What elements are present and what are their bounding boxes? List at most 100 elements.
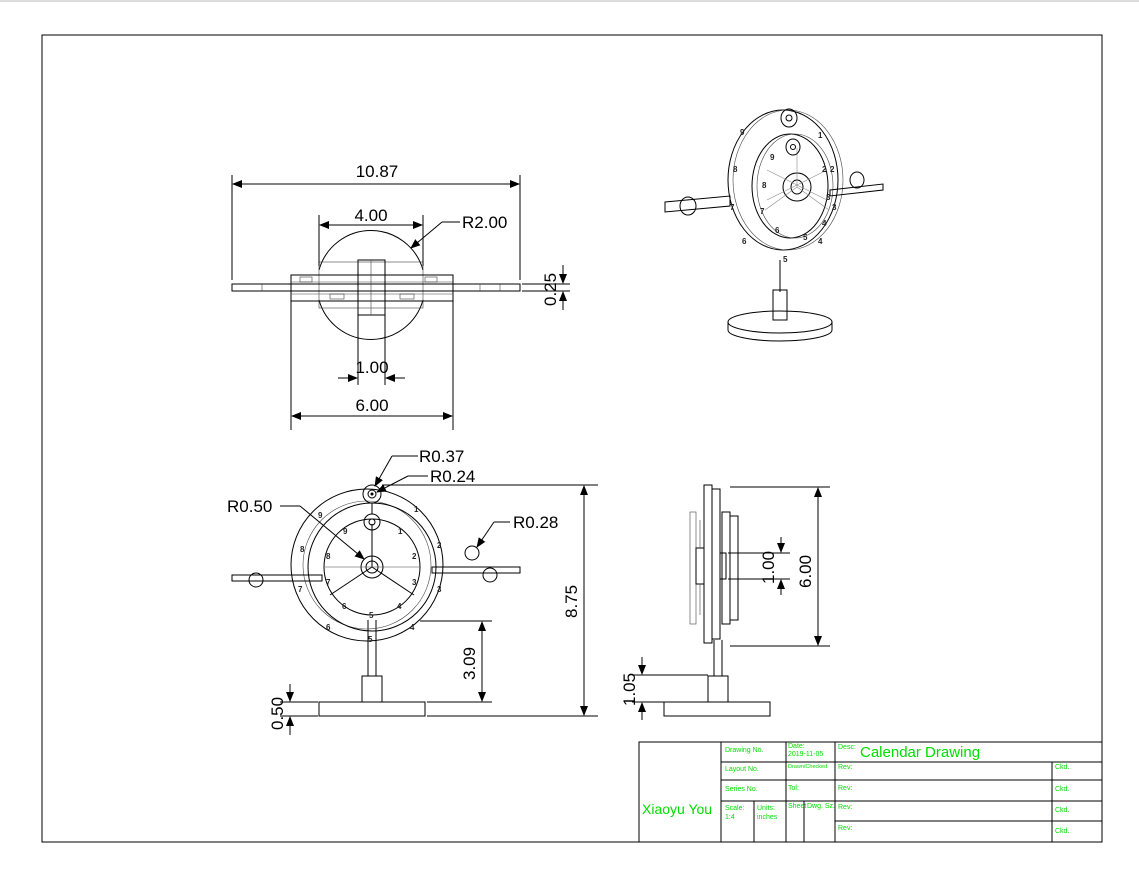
units-value: inches bbox=[757, 814, 778, 821]
dial-num-4: 4 bbox=[397, 602, 402, 611]
side-outer-ring bbox=[703, 484, 713, 644]
svg-text:5: 5 bbox=[803, 233, 808, 242]
rev-label-3: Rev: bbox=[838, 804, 852, 811]
dim-top-thickness: 0.25 bbox=[541, 273, 560, 306]
svg-text:5: 5 bbox=[368, 635, 373, 644]
svg-text:8: 8 bbox=[762, 181, 767, 190]
date-value: 2019-11-05 bbox=[788, 751, 823, 758]
dim-front-r050: R0.50 bbox=[227, 497, 272, 516]
svg-text:6: 6 bbox=[775, 226, 780, 235]
svg-text:7: 7 bbox=[298, 585, 303, 594]
svg-text:9: 9 bbox=[770, 153, 775, 162]
side-view: 1.00 6.00 1.05 bbox=[620, 484, 830, 720]
dim-front-height: 8.75 bbox=[562, 585, 581, 618]
svg-text:4: 4 bbox=[818, 237, 823, 246]
top-hub bbox=[357, 259, 386, 316]
dim-front-r028: R0.28 bbox=[513, 513, 558, 532]
svg-text:3: 3 bbox=[832, 203, 837, 212]
svg-text:8: 8 bbox=[733, 165, 738, 174]
rev-label-1: Rev: bbox=[838, 764, 852, 771]
svg-text:1: 1 bbox=[818, 131, 823, 140]
side-base bbox=[663, 701, 771, 717]
dial-num-5: 5 bbox=[369, 611, 374, 620]
dial-num-8: 8 bbox=[326, 552, 331, 561]
svg-text:9: 9 bbox=[740, 128, 745, 137]
svg-text:6: 6 bbox=[326, 623, 331, 632]
drawing-no-label: Drawing No. bbox=[725, 747, 764, 754]
svg-text:2: 2 bbox=[822, 165, 827, 174]
dial-num-7: 7 bbox=[326, 578, 331, 587]
top-sphere-lower bbox=[318, 299, 424, 340]
iso-left-arm bbox=[664, 195, 731, 213]
dim-top-sphere-width: 4.00 bbox=[354, 206, 387, 225]
sheet-label: Sheet bbox=[788, 803, 806, 810]
dim-top-overall-width: 10.87 bbox=[356, 162, 399, 181]
front-base bbox=[318, 701, 426, 717]
dim-top-ring-width: 6.00 bbox=[355, 396, 388, 415]
title-block: Xiaoyu You Drawing No. Layout No. Series… bbox=[638, 741, 1103, 843]
dim-front-r024: R0.24 bbox=[430, 467, 475, 486]
drawn-checked-label: Drawn/Checked bbox=[788, 764, 827, 770]
front-view: 9 8 7 6 5 4 3 2 1 98 76 54 32 1 R0.37 R0… bbox=[227, 447, 598, 735]
dim-front-center-height: 3.09 bbox=[460, 647, 479, 680]
front-post bbox=[361, 675, 383, 703]
drawing-border bbox=[41, 34, 1103, 843]
drawing-description: Calendar Drawing bbox=[860, 744, 980, 761]
svg-text:3: 3 bbox=[826, 193, 831, 202]
side-post bbox=[707, 675, 729, 703]
rev-label-4: Rev: bbox=[838, 825, 852, 832]
svg-text:4: 4 bbox=[410, 623, 415, 632]
scale-label: Scale: bbox=[725, 805, 745, 812]
top-view: 10.87 4.00 R2.00 0.25 1.00 6.00 bbox=[231, 162, 570, 430]
tol-label: Tol: bbox=[788, 785, 799, 792]
author-name: Xiaoyu You bbox=[642, 801, 712, 817]
iso-base bbox=[727, 310, 833, 334]
svg-text:7: 7 bbox=[730, 203, 735, 212]
ckd-label-1: Ckd. bbox=[1055, 764, 1069, 771]
iso-inner-ring bbox=[751, 133, 829, 239]
front-left-arm bbox=[231, 574, 323, 582]
units-label: Units: bbox=[757, 805, 775, 812]
svg-text:4: 4 bbox=[822, 219, 827, 228]
svg-text:1: 1 bbox=[414, 505, 419, 514]
dial-num-9: 9 bbox=[343, 527, 348, 536]
scale-value: 1:4 bbox=[725, 814, 735, 821]
dim-front-base-thickness: 0.50 bbox=[268, 697, 287, 730]
svg-text:7: 7 bbox=[760, 207, 765, 216]
svg-text:3: 3 bbox=[437, 585, 442, 594]
series-no-label: Series No. bbox=[725, 786, 758, 793]
ckd-label-3: Ckd. bbox=[1055, 807, 1069, 814]
dim-side-base: 1.05 bbox=[620, 673, 639, 706]
dwg-sz-label: Dwg. Sz. bbox=[807, 803, 835, 810]
layout-no-label: Layout No. bbox=[725, 766, 759, 773]
dim-side-ring: 6.00 bbox=[796, 555, 815, 588]
iso-post bbox=[772, 289, 788, 321]
svg-text:6: 6 bbox=[742, 237, 747, 246]
dial-num-3: 3 bbox=[412, 578, 417, 587]
desc-label: Desc: bbox=[838, 744, 856, 751]
top-edge bbox=[0, 0, 1139, 2]
ckd-label-2: Ckd. bbox=[1055, 786, 1069, 793]
svg-text:5: 5 bbox=[783, 255, 788, 264]
iso-right-arm bbox=[829, 183, 884, 197]
top-sphere-upper bbox=[318, 230, 424, 271]
rev-label-2: Rev: bbox=[838, 785, 852, 792]
dim-top-hub-width: 1.00 bbox=[355, 358, 388, 377]
iso-top-knob bbox=[780, 108, 798, 128]
front-outer-ring bbox=[290, 488, 444, 642]
dial-num-2: 2 bbox=[412, 552, 417, 561]
svg-text:8: 8 bbox=[300, 545, 305, 554]
svg-text:9: 9 bbox=[318, 511, 323, 520]
svg-text:2: 2 bbox=[437, 541, 442, 550]
front-right-arm bbox=[431, 566, 521, 574]
isometric-view: 9 8 7 6 5 4 3 2 1 9 8 7 6 5 4 3 2 bbox=[664, 108, 884, 342]
ckd-label-4: Ckd. bbox=[1055, 828, 1069, 835]
svg-text:2: 2 bbox=[830, 165, 835, 174]
dial-num-1: 1 bbox=[398, 527, 403, 536]
top-ring bbox=[290, 274, 454, 302]
side-hub bbox=[695, 547, 705, 585]
top-arm bbox=[231, 283, 521, 292]
dim-top-sphere-radius: R2.00 bbox=[462, 213, 507, 232]
dial-num-6: 6 bbox=[342, 602, 347, 611]
